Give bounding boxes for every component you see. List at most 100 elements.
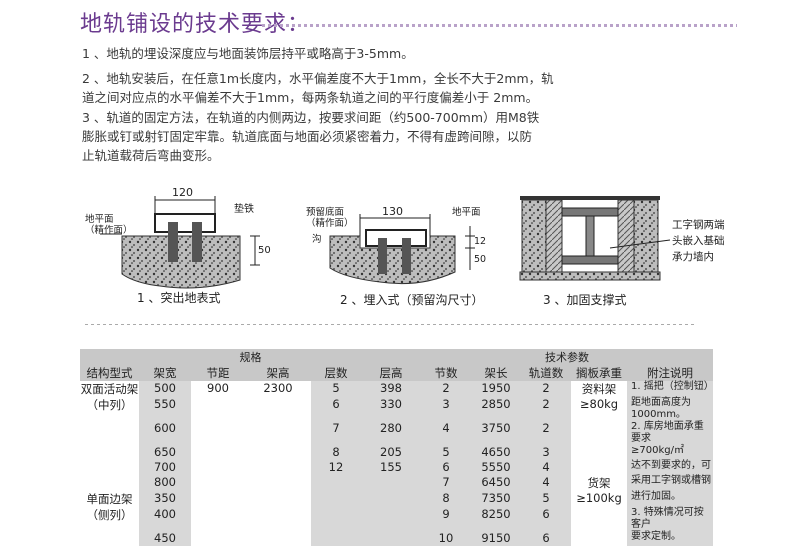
requirement-2-line-b: 道之间对应点的水平偏差不大于1mm，每两条轨道之间的平行度偏差小于 2mm。 xyxy=(82,90,539,105)
installation-diagrams: 120 地平面 （精作面） 垫铁 50 1 、突出地表式 130 预留底面 （精… xyxy=(85,186,725,307)
cell-layers: 7 xyxy=(311,421,361,445)
table-row: 700 12 155 6 5550 4 达不到要求的，可 xyxy=(80,460,713,475)
d1-caption: 1 、突出地表式 xyxy=(137,290,220,305)
cell-sections: 5 xyxy=(421,445,471,460)
load-goods-val: ≥100kg xyxy=(576,491,622,505)
cell-sections: 8 xyxy=(421,491,471,507)
cell-layer-height: 205 xyxy=(361,445,421,460)
cell-layer-height: 155 xyxy=(361,460,421,475)
cell-tracks: 2 xyxy=(521,397,571,421)
cell-length: 7350 xyxy=(471,491,521,507)
d3-note-3: 承力墙内 xyxy=(672,250,714,263)
note-line: 采用工字钢或槽钢 xyxy=(627,475,713,491)
cell-sections: 4 xyxy=(421,421,471,445)
spec-table: 规格 技术参数 结构型式 架宽 节距 架高 层数 层高 节数 架长 轨道数 搁板… xyxy=(80,349,714,546)
cell-sections: 6 xyxy=(421,460,471,475)
col-type: 结构型式 xyxy=(80,365,139,381)
cell-length: 8250 xyxy=(471,507,521,531)
col-tracks: 轨道数 xyxy=(521,365,571,381)
table-row: 650 8 205 5 4650 3 ≥700kg/㎡ xyxy=(80,445,713,460)
cell-sections: 7 xyxy=(421,475,471,491)
type-single: 单面边架 xyxy=(86,492,133,506)
col-layer-height: 层高 xyxy=(361,365,421,381)
d1-label-ground: 地平面 xyxy=(85,213,114,225)
cell-tracks: 4 xyxy=(521,475,571,491)
load-archive-val: ≥80kg xyxy=(579,397,619,411)
table-row: 双面活动架 500 900 2300 5 398 2 1950 2 资料架 1.… xyxy=(80,381,714,397)
cell-length: 4650 xyxy=(471,445,521,460)
d2-label-reserved: 预留底面 xyxy=(306,206,344,218)
requirement-3: 3 、轨道的固定方法，在轨道的内侧两边，按要求间距（约500-700mm）用M8… xyxy=(82,108,539,165)
d1-dim-width: 120 xyxy=(172,186,193,199)
cell-width: 700 xyxy=(139,460,191,475)
cell-tracks: 6 xyxy=(521,507,571,531)
d2-dim-h1: 12 xyxy=(474,236,486,247)
col-width: 架宽 xyxy=(139,365,191,381)
d2-dim-width: 130 xyxy=(382,205,403,218)
col-length: 架长 xyxy=(471,365,521,381)
cell-tracks: 2 xyxy=(521,381,571,397)
cell-tracks: 4 xyxy=(521,460,571,475)
cell-layers: 6 xyxy=(311,397,361,421)
col-sections: 节数 xyxy=(421,365,471,381)
d2-label-finish: （精作面） xyxy=(306,217,354,229)
title-rule xyxy=(262,24,737,27)
cell-width: 400 xyxy=(139,507,191,531)
note-line: 要求定制。 xyxy=(627,531,713,546)
d2-dim-h2: 50 xyxy=(474,254,486,265)
cell-width: 600 xyxy=(139,421,191,445)
cell-layers: 8 xyxy=(311,445,361,460)
cell-length: 9150 xyxy=(471,531,521,546)
cell-width: 650 xyxy=(139,445,191,460)
group-spec: 规格 xyxy=(80,349,421,365)
note-line: 进行加固。 xyxy=(627,491,713,507)
type-double: 双面活动架 xyxy=(80,382,139,396)
cell-tracks: 6 xyxy=(521,531,571,546)
type-single-sub: （侧列） xyxy=(86,508,133,522)
note-line: 距地面高度为1000mm。 xyxy=(627,397,713,421)
col-pitch: 节距 xyxy=(191,365,245,381)
d2-label-groove: 沟 xyxy=(312,233,322,245)
requirement-3-line-c: 止轨道载荷后弯曲变形。 xyxy=(82,148,220,163)
cell-width: 350 xyxy=(139,491,191,507)
cell-length: 2850 xyxy=(471,397,521,421)
d3-caption: 3 、加固支撑式 xyxy=(543,292,626,307)
requirement-1: 1 、地轨的埋设深度应与地面装饰层持平或略高于3-5mm。 xyxy=(82,46,414,61)
diagram-reinforced-type xyxy=(519,196,671,281)
d3-note-1: 工字钢两端 xyxy=(672,218,725,231)
note-line: 达不到要求的，可 xyxy=(627,460,713,475)
load-archive: 资料架 xyxy=(581,382,617,396)
col-notes: 附注说明 xyxy=(627,365,713,381)
requirement-2-line-a: 2 、地轨安装后，在任意1m长度内，水平偏差度不大于1mm，全长不大于2mm，轨 xyxy=(82,71,554,86)
cell-layer-height: 330 xyxy=(361,397,421,421)
cell-length: 1950 xyxy=(471,381,521,397)
cell-sections: 10 xyxy=(421,531,471,546)
table-row: 800 7 6450 4 货架 采用工字钢或槽钢 xyxy=(80,475,713,491)
cell-sections: 9 xyxy=(421,507,471,531)
requirement-2: 2 、地轨安装后，在任意1m长度内，水平偏差度不大于1mm，全长不大于2mm，轨… xyxy=(82,69,554,107)
cell-tracks: 5 xyxy=(521,491,571,507)
col-load: 搁板承重 xyxy=(571,365,627,381)
note-line: ≥700kg/㎡ xyxy=(627,445,713,460)
requirement-3-line-a: 3 、轨道的固定方法，在轨道的内侧两边，按要求间距（约500-700mm）用M8… xyxy=(82,110,540,125)
load-goods: 货架 xyxy=(587,476,611,490)
cell-height: 2300 xyxy=(263,381,293,395)
d3-note-2: 头嵌入基础 xyxy=(672,234,725,247)
type-double-sub: （中列） xyxy=(86,398,133,412)
cell-width: 550 xyxy=(139,397,191,421)
d1-label-finish: （精作面） xyxy=(85,224,133,236)
cell-tracks: 2 xyxy=(521,421,571,445)
d1-label-pad: 垫铁 xyxy=(234,202,254,215)
table-row: （侧列） 400 9 8250 6 3. 特殊情况可按客户 xyxy=(80,507,713,531)
group-tech: 技术参数 xyxy=(421,349,713,365)
note-line: 1. 摇把（控制钮） xyxy=(627,381,714,397)
cell-sections: 2 xyxy=(421,381,471,397)
d2-caption: 2 、埋入式（预留沟尺寸） xyxy=(340,293,483,307)
diagram-raised-type xyxy=(100,196,260,289)
diagram-embedded-type xyxy=(329,214,475,285)
table-row: （中列） 550 6 330 3 2850 2 ≥80kg 距地面高度为1000… xyxy=(80,397,713,421)
cell-length: 3750 xyxy=(471,421,521,445)
cell-width: 450 xyxy=(139,531,191,546)
section-divider xyxy=(85,324,695,325)
note-line: 3. 特殊情况可按客户 xyxy=(627,507,713,531)
